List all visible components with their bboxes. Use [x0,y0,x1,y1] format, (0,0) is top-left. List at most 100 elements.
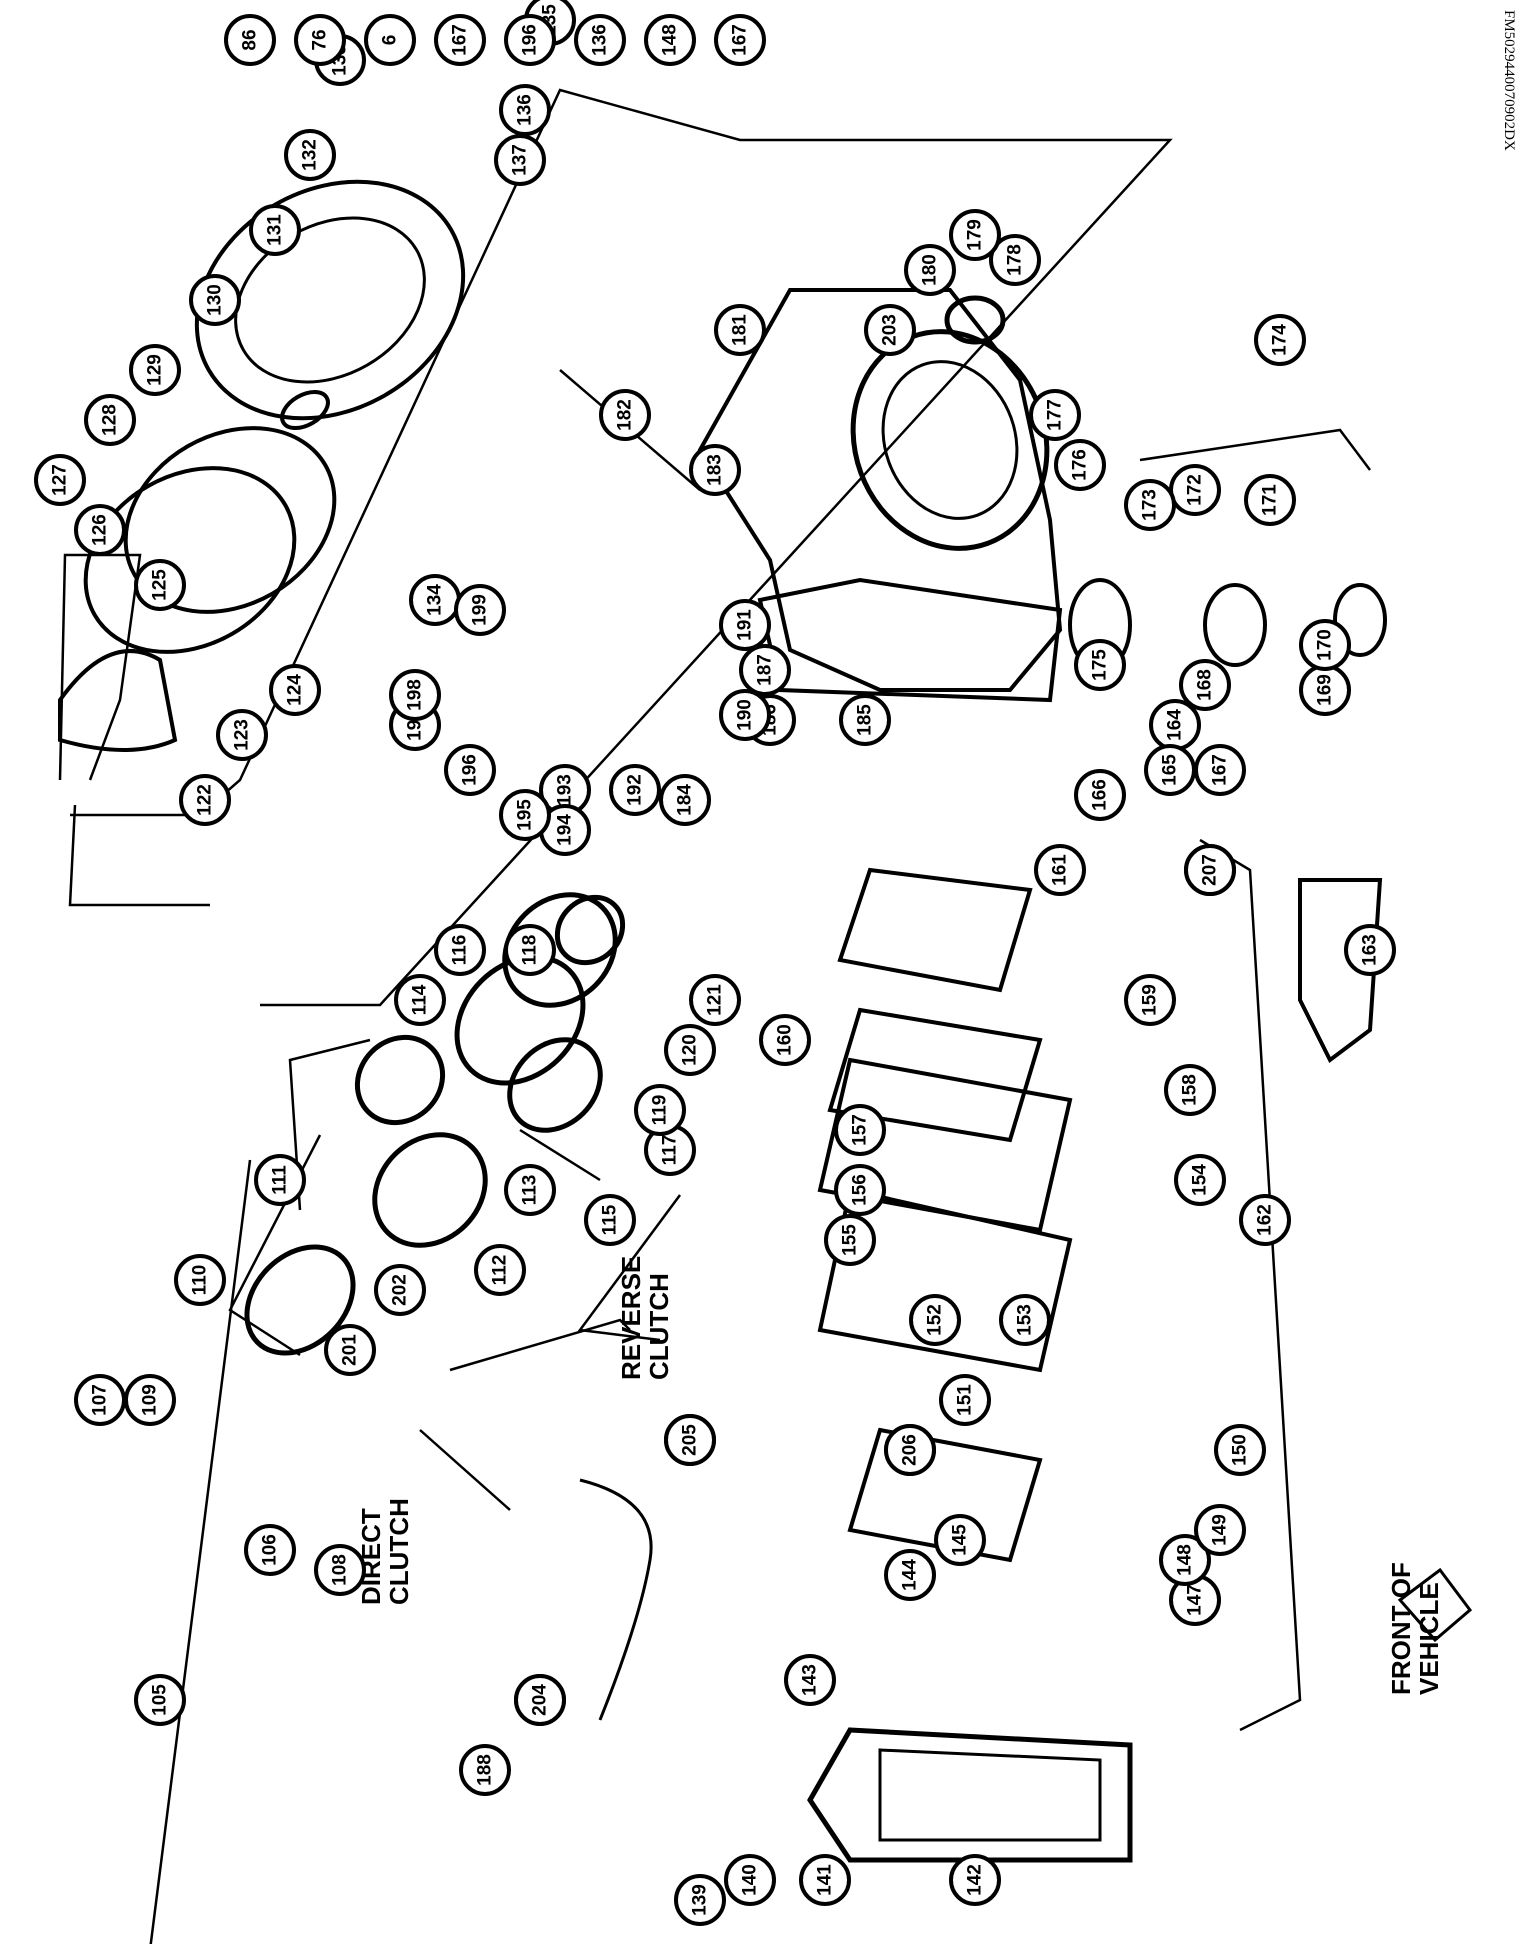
callout-number: 155 [840,1224,861,1256]
callout-number: 131 [265,214,286,246]
callout-circle [374,1264,426,1316]
callout-205: 205 [664,1414,716,1466]
callout-circle [824,1214,876,1266]
callout-number: 178 [1005,244,1026,276]
callout-174: 174 [1254,314,1306,366]
valve-body-160 [817,1057,1073,1233]
callout-circle [1254,314,1306,366]
label-reverse-clutch-line2: CLUTCH [644,1273,674,1380]
callout-114: 114 [394,974,446,1026]
label-reverse-clutch-line1: REVERSE [616,1256,646,1380]
callout-140: 140 [724,1854,776,1906]
callout-circle [724,1854,776,1906]
callout-126: 126 [74,504,126,556]
callout-167: 167 [434,14,486,66]
callout-180: 180 [904,244,956,296]
callout-153: 153 [999,1294,1051,1346]
callout-circle [1029,389,1081,441]
callout-195: 195 [499,789,551,841]
callout-196: 196 [444,744,496,796]
callout-number: 134 [425,584,446,616]
callout-number: 86 [240,29,261,50]
callout-number: 130 [205,284,226,316]
callout-circle [1054,439,1106,491]
callout-circle [34,454,86,506]
callout-142: 142 [949,1854,1001,1906]
callout-number: 199 [470,594,491,626]
callout-number: 132 [300,139,321,171]
callout-circle [129,344,181,396]
callout-177: 177 [1029,389,1081,441]
callout-129: 129 [129,344,181,396]
callout-number: 202 [390,1274,411,1306]
callout-206: 206 [884,1424,936,1476]
callout-116: 116 [434,924,486,976]
callout-circle [244,1524,296,1576]
callout-164: 164 [1149,699,1201,751]
callout-number: 112 [490,1255,511,1286]
callout-168: 168 [1179,659,1231,711]
callout-circle [269,664,321,716]
callout-number: 176 [1070,449,1091,481]
callout-150: 150 [1214,1424,1266,1476]
callout-number: 203 [880,314,901,346]
callout-number: 179 [965,219,986,251]
callout-circle [664,1414,716,1466]
callout-circle [499,84,551,136]
callout-circle [1159,1534,1211,1586]
callout-number: 204 [530,1684,551,1716]
callout-number: 167 [730,24,751,56]
callout-number: 207 [1200,854,1221,886]
callout-number: 114 [410,984,431,1015]
callout-circle [739,644,791,696]
callout-169: 169 [1299,664,1351,716]
callout-circle [216,709,268,761]
callout-circle [459,1744,511,1796]
callout-number: 183 [705,454,726,486]
callout-105: 105 [134,1674,186,1726]
callout-circle [434,924,486,976]
callout-circle [1179,659,1231,711]
callout-circle [884,1549,936,1601]
callout-circle [719,689,771,741]
callout-circle [454,584,506,636]
callout-number: 108 [330,1554,351,1586]
callout-120: 120 [664,1024,716,1076]
callout-165: 165 [1144,744,1196,796]
gasket-163 [837,867,1033,993]
callout-number: 127 [50,464,71,496]
callout-number: 148 [660,24,681,56]
callout-181: 181 [714,304,766,356]
callout-circle [1239,1194,1291,1246]
clutch-pack-114 [454,954,586,1086]
callout-115: 115 [584,1194,636,1246]
callout-number: 142 [965,1864,986,1896]
callout-number: 161 [1050,854,1071,886]
callout-number: 157 [850,1114,871,1146]
callout-circle [659,774,711,826]
callout-196: 196 [504,14,556,66]
callout-number: 145 [950,1524,971,1556]
separator-plate-161 [827,1007,1043,1143]
transmission-case [697,288,1063,692]
callout-194: 194 [539,804,591,856]
callout-number: 159 [1140,984,1161,1016]
callout-number: 152 [925,1304,946,1336]
callout-number: 123 [232,719,253,751]
callout-circle [689,974,741,1026]
callout-130: 130 [189,274,241,326]
callout-circle [124,1374,176,1426]
callout-layer: 1051061071081091101111121131141151161171… [34,0,1396,1926]
callout-128: 128 [84,394,136,446]
callout-number: 150 [1230,1434,1251,1466]
callout-145: 145 [934,1514,986,1566]
callout-157: 157 [834,1104,886,1156]
callout-166: 166 [1074,769,1126,821]
callout-circle [364,14,416,66]
callout-number: 153 [1015,1304,1036,1336]
callout-171: 171 [1244,474,1296,526]
callout-circle [909,1294,961,1346]
callout-number: 194 [555,814,576,846]
callout-number: 167 [1210,754,1231,786]
